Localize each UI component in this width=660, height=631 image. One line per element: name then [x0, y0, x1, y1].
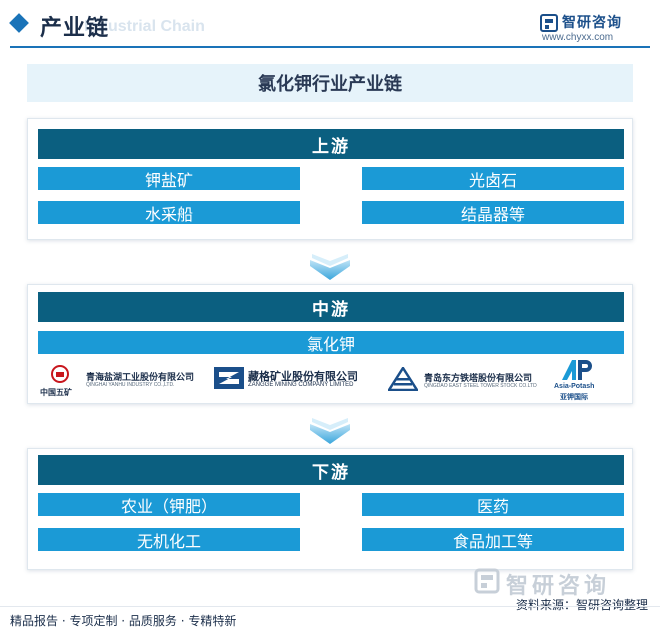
watermark-name: 智研咨询 — [506, 574, 611, 599]
asia-potash-logo-icon — [562, 360, 592, 380]
company-name-en: Asia-Potash — [554, 383, 595, 390]
page-header: Industrial Chain 产业链 智研咨询 www.chyxx.com — [0, 0, 660, 48]
diagram-title: 氯化钾行业产业链 — [27, 64, 633, 102]
brand-logo: 智研咨询 www.chyxx.com — [540, 10, 648, 44]
flow-down-arrow-icon — [310, 418, 350, 444]
upstream-label: 上游 — [38, 129, 624, 159]
downstream-item: 食品加工等 — [362, 528, 624, 551]
zangge-logo-icon — [214, 367, 244, 389]
company-asia-potash: Asia-Potash 亚钾国际 — [554, 360, 624, 403]
upstream-item: 光卤石 — [362, 167, 624, 190]
upstream-item: 结晶器等 — [362, 201, 624, 224]
company-name-en: ZANGGE MINING COMPANY LIMITED — [248, 382, 354, 388]
watermark-logo: 智研咨询 — [474, 568, 644, 599]
company-logo-row: 中国五矿 青海盐湖工业股份有限公司 QINGHAI YANHU INDUSTRY… — [28, 360, 634, 403]
company-name-cn: 藏格矿业股份有限公司 — [248, 370, 358, 383]
company-zangge-mining: 藏格矿业股份有限公司 ZANGGE MINING COMPANY LIMITED — [214, 365, 364, 403]
header-title-en: Industrial Chain — [84, 18, 205, 35]
footer-tags: 精品报告 · 专项定制 · 品质服务 · 专精特新 — [10, 614, 237, 628]
company-name-cn: 青海盐湖工业股份有限公司 — [86, 373, 195, 383]
downstream-item: 农业（钾肥） — [38, 493, 300, 516]
company-name-en: QINGHAI YANHU INDUSTRY CO.,LTD. — [86, 382, 175, 388]
watermark-mark-icon — [474, 568, 500, 594]
company-qingdao-east-steel: 青岛东方铁塔股份有限公司 QINGDAO EAST STEEL TOWER ST… — [388, 365, 538, 403]
header-title: 产业链 — [40, 16, 110, 41]
upstream-item: 水采船 — [38, 201, 300, 224]
company-qinghai-salt-lake: 中国五矿 青海盐湖工业股份有限公司 QINGHAI YANHU INDUSTRY… — [40, 365, 194, 403]
brand-url: www.chyxx.com — [542, 32, 614, 43]
company-name-cn: 青岛东方铁塔股份有限公司 — [424, 374, 533, 384]
midstream-panel: 中游 氯化钾 中国五矿 青海盐湖工业股份有限公司 QINGHAI YANHU I… — [27, 284, 633, 404]
footer-divider — [0, 606, 660, 607]
downstream-item: 无机化工 — [38, 528, 300, 551]
downstream-panel: 下游 农业（钾肥） 医药 无机化工 食品加工等 — [27, 448, 633, 570]
brand-name: 智研咨询 — [562, 15, 622, 31]
company-badge: 中国五矿 — [40, 388, 72, 397]
midstream-label: 中游 — [38, 292, 624, 322]
upstream-panel: 上游 钾盐矿 光卤石 水采船 结晶器等 — [27, 118, 633, 240]
midstream-product: 氯化钾 — [38, 331, 624, 354]
flow-down-arrow-icon — [310, 254, 350, 280]
diamond-icon — [9, 13, 29, 33]
downstream-item: 医药 — [362, 493, 624, 516]
east-steel-logo-icon — [388, 367, 418, 391]
brand-mark-icon — [540, 14, 558, 32]
header-divider — [10, 46, 650, 48]
downstream-label: 下游 — [38, 455, 624, 485]
upstream-item: 钾盐矿 — [38, 167, 300, 190]
company-name-cn: 亚钾国际 — [560, 393, 588, 401]
source-note: 资料来源：智研咨询整理 — [515, 598, 648, 612]
company-name-en: QINGDAO EAST STEEL TOWER STOCK CO.LTD — [424, 383, 537, 389]
minmetals-logo-icon — [51, 365, 69, 383]
